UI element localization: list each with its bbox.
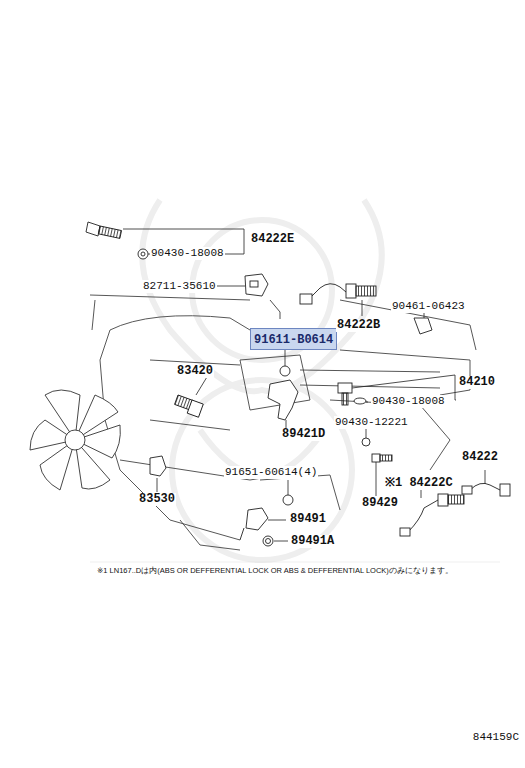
fan [30,390,120,490]
part-number: 84222B [336,319,381,332]
part-number: 89491 [289,513,327,526]
leader-lines [123,229,485,541]
part-number: 84222 [461,451,499,464]
part-number: 90461-06423 [391,300,466,313]
part-number: 84210 [458,376,496,389]
part-number: ※1 84222C [384,477,454,490]
watermark [142,200,382,560]
part-number: 91651-60614(4) [224,466,318,479]
part-number: 89491A [290,535,335,548]
footnote: ※1 LN167..Dは内(ABS OR DEFFERENTIAL LOCK O… [96,566,454,575]
part-number: 89421D [281,428,326,441]
part-number: 83530 [138,493,176,506]
engine-outline [90,295,476,550]
parts [86,222,510,546]
part-number: 89429 [361,497,399,510]
part-number: 90430-18008 [150,247,225,260]
part-number: 84222E [250,233,295,246]
part-number: 82711-35610 [142,280,217,293]
diagram-number: 844159C [472,731,520,744]
part-number: 90430-12221 [334,416,409,429]
highlight-box: 91611-B0614 [250,328,337,350]
part-number: 83420 [176,365,214,378]
part-number: 91611-B0614 [254,333,333,347]
part-number: 90430-18008 [371,395,446,408]
